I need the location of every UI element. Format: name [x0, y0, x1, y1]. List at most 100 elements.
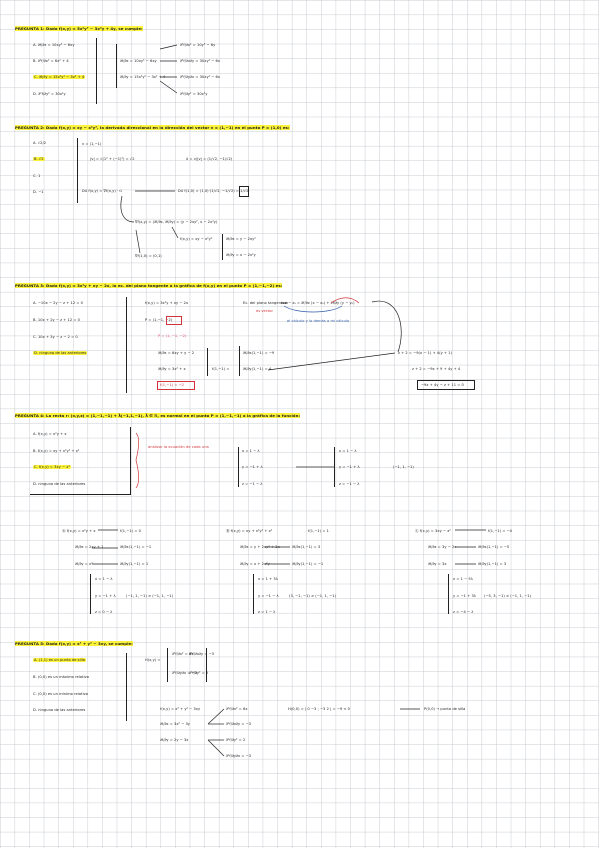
p4-case-c-dxv: ∂f/∂x(1,−1) = −5 — [478, 545, 510, 549]
p4-case-c-fn: Ⓒ f(x,y) = 3xy − x² — [415, 529, 451, 533]
p2-norm: |v| = √(1² + (−1)²) = √2 — [90, 157, 135, 161]
p4-param2-y: y = −1 + λ — [339, 465, 360, 469]
p4-param2-z: z = −1 − λ — [339, 482, 360, 486]
p5-fxx: ∂²f/∂x² = 6x — [226, 707, 248, 711]
p3-arrow-down — [371, 300, 402, 353]
p2-gradient-at-point: ∇f(1,0) = (0,1) — [135, 254, 162, 258]
p4-case-b-lz: z = 1 − λ — [258, 610, 276, 614]
p4-case-a-res: (−1, 1, −1) ≠ (−1, 1, −1) — [126, 594, 174, 598]
p3-option-c: C. 10x + 3y − z − 2 = 0 — [33, 335, 78, 339]
p4-red-brace — [135, 432, 140, 489]
p4-case-b-res: (3, −1, −1) ≠ (−1, 1, −1) — [289, 594, 337, 598]
p4-case-b-val: f(1,−1) = 1 — [308, 529, 329, 533]
p4-option-a: A. f(x,y) = x²y + x — [33, 432, 67, 436]
p3-plane-formula: z − z₀ = ∂f/∂x (x − x₀) + ∂f/∂y (y − y₀) — [285, 301, 355, 305]
p2-unit: û = v/|v| = (1/√2, −1/√2) — [186, 157, 233, 161]
p5-fy: ∂f/∂y = 2y − 3x — [160, 738, 189, 742]
p4-case-c-res: (−5, 3, −1) ≠ (−1, 1, −1) — [484, 594, 532, 598]
p2-arrow-3 — [171, 226, 179, 239]
p3-point: P = (1,−1, −2) — [145, 318, 173, 322]
p1-option-a: A. ∂f/∂x = 10xy³ − 6xy — [33, 43, 75, 47]
p3-step2: z + 2 = −9x + 9 + 4y + 4 — [412, 367, 461, 371]
p4-option-d: D. ninguna de las anteriores — [33, 482, 86, 486]
p5-hessian-label: H(x,y) = — [145, 658, 161, 662]
p1-option-c: C. ∂f/∂y = 15x²y² − 3x² + 4 — [33, 75, 86, 79]
p3-note-blue: el cálculo y lo demás a mi cálculo — [287, 319, 350, 323]
p4-case-b-dxv: ∂f/∂x(1,−1) = 3 — [292, 545, 321, 549]
p3-header: PREGUNTA 3: Dada f(x,y) = 3x²y + xy − 2x… — [15, 283, 283, 288]
p3-option-b: B. 10x + 2y − z + 12 = 0 — [33, 318, 80, 322]
p3-fy-val: ∂f/∂y(1,−1) = 4 — [243, 367, 272, 371]
p5-conclusion: P(0,0) → punto de silla — [424, 707, 466, 711]
p2-arrow-2 — [120, 195, 135, 223]
p5-option-b: B. (0,0) es un máximo relativo — [33, 675, 90, 679]
p3-function: f(x,y) = 3x²y + xy − 2x — [145, 301, 189, 305]
p2-divider — [77, 138, 78, 203]
p4-case-b-dy: ∂f/∂y = x + 2x²y — [240, 562, 270, 566]
p2-header: PREGUNTA 2: Dada f(x,y) = xy − x²y², la … — [15, 125, 290, 130]
p5-h12: ∂²f/∂x∂y = −3 — [189, 652, 214, 656]
p4-case-a-dyv: ∂f/∂y(1,−1) = 1 — [120, 562, 149, 566]
p1-brace — [116, 44, 117, 88]
p2-option-a: A. √2/2 — [33, 141, 47, 145]
p2-option-b: B. √2 — [33, 157, 45, 161]
p1-fyy: ∂²f/∂y² = 30x²y — [180, 92, 208, 96]
p2-brace — [222, 234, 223, 260]
p4-case-b-dx: ∂f/∂x = y + 2xy² + 2x — [240, 545, 280, 549]
p4-case-c-ly: y = −1 + 3λ — [453, 594, 476, 598]
p4-case-a-val: f(1,−1) = 0 — [120, 529, 141, 533]
p4-case-b-ly: y = −1 − λ — [258, 594, 279, 598]
p4-case-a-lx: x = 1 − λ — [95, 577, 113, 581]
p3-f-at-point-lbl: f(1,−1) = — [212, 367, 230, 371]
p5-h22: ∂²f/∂y² = 2 — [189, 671, 209, 675]
p4-underline — [30, 494, 130, 495]
p2-dir-result: Dû f(1,0) = (1,0)·(1/√2, −1/√2) = 1/√2 — [178, 189, 249, 193]
p4-case-a-dx: ∂f/∂x = 2xy + 1 — [75, 545, 104, 549]
p1-fy: ∂f/∂y = 15x²y² − 3x² + 4 — [120, 75, 166, 79]
p5-option-c: C. (0,0) es un mínimo relativo — [33, 692, 89, 696]
p3-option-a: A. −10x − 2y − z + 12 = 0 — [33, 301, 83, 305]
p4-param2-x: x = 1 − λ — [339, 449, 357, 453]
p1-fx: ∂f/∂x = 10xy³ − 6xy — [120, 59, 157, 63]
p4-header: PREGUNTA 4: La recta r: (x,y,z) = (1,−1,… — [15, 413, 301, 418]
p4-option-b: B. f(x,y) = xy + x²y² + x² — [33, 449, 80, 453]
p3-f-val: f(1,−1) = −2 — [160, 383, 184, 387]
p3-fx-val: ∂f/∂x(1,−1) = −9 — [243, 351, 275, 355]
p5-header: PREGUNTA 5: Dada f(x,y) = x³ + y² − 3xy,… — [15, 641, 133, 646]
p4-divider — [130, 427, 131, 495]
p4-case-a-dy: ∂f/∂y = x² — [75, 562, 93, 566]
p5-function: f(x,y) = x³ + y² − 3xy — [160, 707, 201, 711]
p3-red-curve — [330, 297, 360, 304]
p5-option-d: D. ninguna de las anteriores — [33, 708, 86, 712]
p4-param-x: x = 1 − λ — [242, 449, 260, 453]
p1-fxx: ∂²f/∂x² = 10y³ − 6y — [180, 43, 216, 47]
p5-fyx: ∂²f/∂y∂x = −3 — [226, 754, 251, 758]
p4-case-a-fn: Ⓐ f(x,y) = x²y + x — [62, 529, 96, 533]
p2-option-d: D. −1 — [33, 190, 44, 194]
p4-param-brace — [238, 447, 239, 487]
p1-arrow-fxx — [159, 44, 178, 50]
p4-note: analizar la ecuación de cada una — [148, 445, 209, 449]
p4-case-a-lz: z = 0 − λ — [95, 610, 113, 614]
p2-arrow-4 — [135, 229, 141, 254]
p2-vector: v = (1,−1) — [82, 142, 102, 146]
p3-f-val-box — [157, 381, 195, 390]
p4-case-a-dxv: ∂f/∂x(1,−1) = −1 — [120, 545, 152, 549]
p2-dir-formula: Dû f(x,y) = ∇f(x,y) · û — [82, 189, 122, 193]
p4-param-y: y = −1 + λ — [242, 465, 263, 469]
p3-option-d: D. ninguna de las anteriores — [33, 351, 88, 355]
p4-case-b-lx: x = 1 + 3λ — [258, 577, 278, 581]
p4-param-z: z = −1 − λ — [242, 482, 263, 486]
p3-result-box — [417, 380, 475, 390]
p3-step1: z + 2 = −9(x − 1) + 4(y + 1) — [398, 351, 453, 355]
p5-arrow-1 — [207, 708, 225, 725]
p5-h11: ∂²f/∂x² = 6x — [172, 652, 194, 656]
p5-fx: ∂f/∂x = 3x² − 3y — [160, 722, 190, 726]
p1-fxy: ∂²f/∂x∂y = 30xy² − 6x — [180, 59, 221, 63]
p4-case-c-dy: ∂f/∂y = 3x — [428, 562, 447, 566]
p4-case-c-brace — [448, 574, 449, 614]
p4-case-b-brace — [253, 574, 254, 614]
p2-function: f(x,y) = xy − x²y² — [180, 237, 213, 241]
p2-result-box — [239, 186, 249, 197]
